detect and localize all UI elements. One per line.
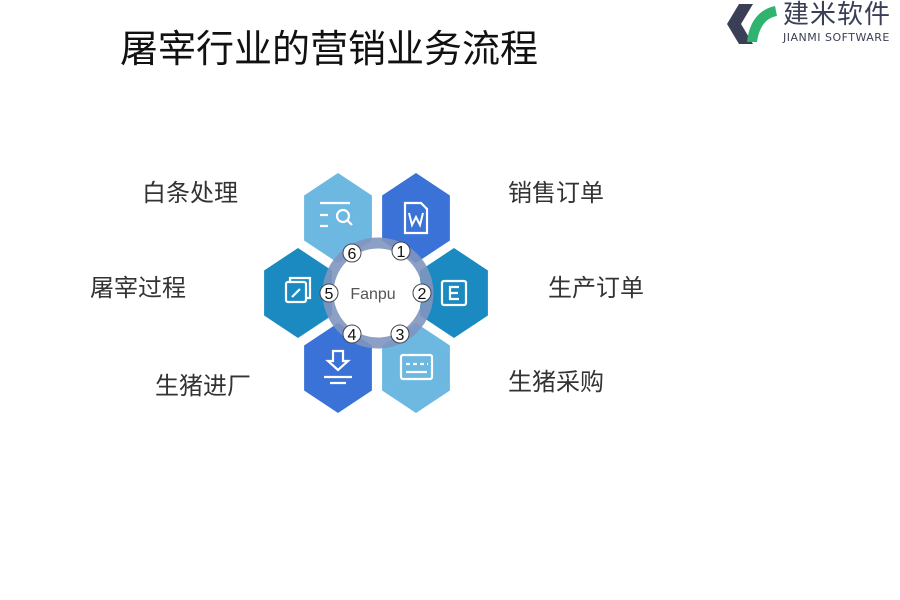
center-label: Fanpu xyxy=(350,286,395,303)
step-number-badge xyxy=(412,283,432,303)
logo-text: 建米软件 xyxy=(783,0,892,30)
step-label-5: 屠宰过程 xyxy=(90,274,186,302)
hexagon-step-3 xyxy=(382,323,450,413)
step-number: 3 xyxy=(396,327,405,344)
letter-e-icon xyxy=(440,279,468,307)
word-document-icon xyxy=(403,201,429,235)
jianmi-logo-icon xyxy=(727,4,777,44)
step-label-4: 生猪进厂 xyxy=(155,372,251,400)
logo-subtext: JIANMI SOFTWARE xyxy=(783,31,890,44)
card-icon xyxy=(399,353,434,381)
step-number-badge xyxy=(342,324,362,344)
step-number: 6 xyxy=(348,246,357,263)
search-list-icon xyxy=(320,201,353,228)
step-number: 4 xyxy=(348,327,357,344)
page-title: 屠宰行业的营销业务流程 xyxy=(120,27,539,71)
hexagon-step-4 xyxy=(304,323,372,413)
step-label-3: 生猪采购 xyxy=(508,368,604,396)
center-circle xyxy=(334,249,422,337)
step-number: 5 xyxy=(325,286,334,303)
step-number-badge xyxy=(319,283,339,303)
step-number: 1 xyxy=(397,244,406,261)
step-number-badge xyxy=(342,243,362,263)
hexagon-step-5 xyxy=(264,248,332,338)
step-number-badge xyxy=(391,241,411,261)
step-number: 2 xyxy=(418,286,427,303)
link-icon xyxy=(284,276,312,304)
download-icon xyxy=(324,349,352,385)
step-label-1: 销售订单 xyxy=(508,179,604,207)
step-number-badge xyxy=(390,324,410,344)
step-label-6: 白条处理 xyxy=(142,179,238,207)
step-label-2: 生产订单 xyxy=(548,274,644,302)
